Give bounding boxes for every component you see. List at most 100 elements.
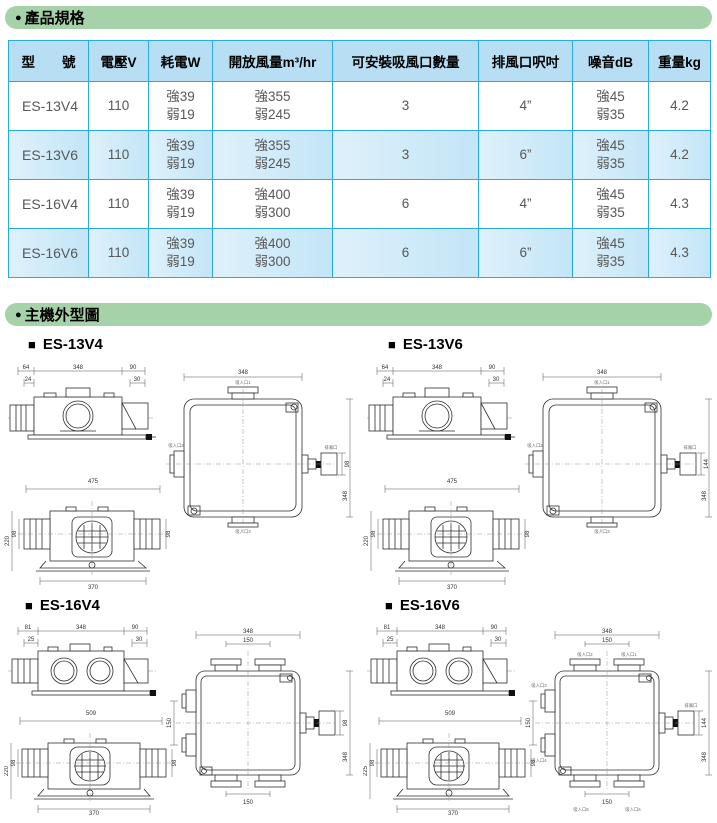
svg-text:348: 348: [73, 365, 84, 371]
technical-drawing-es16v6: 81 348 90 25 30 509: [363, 625, 712, 817]
cell-outlet: 6”: [478, 130, 573, 180]
airflow-hi: 強400: [254, 187, 291, 203]
side-view: 81 348 90 25 30: [8, 625, 156, 696]
noise-lo: 弱35: [596, 107, 625, 122]
cell-voltage: 110: [88, 81, 149, 131]
square-marker-icon: ■: [385, 598, 393, 613]
svg-text:98: 98: [345, 460, 351, 467]
noise-lo: 弱35: [596, 205, 625, 220]
technical-drawing-es13v4: 64 348 90 24 30 475: [5, 365, 353, 591]
svg-text:370: 370: [447, 585, 458, 591]
drawing-es13v6: 64 348 90 24 30 475: [363, 360, 713, 592]
cell-power: 強39 弱19: [148, 179, 213, 229]
power-hi: 強39: [166, 89, 195, 105]
svg-text:30: 30: [495, 637, 502, 643]
svg-text:150: 150: [602, 638, 613, 644]
svg-text:吸入口2: 吸入口2: [577, 652, 593, 658]
noise-lo: 弱35: [596, 254, 625, 269]
svg-text:30: 30: [136, 637, 143, 643]
airflow-hi: 強355: [254, 138, 291, 154]
col-header-inlets: 可安裝吸風口數量: [332, 40, 479, 82]
svg-text:24: 24: [384, 377, 391, 383]
svg-text:吸入口5: 吸入口5: [573, 807, 589, 813]
svg-text:98: 98: [525, 530, 531, 537]
col-header-outlet: 排風口呎吋: [478, 40, 573, 82]
svg-text:81: 81: [25, 625, 32, 631]
svg-text:144: 144: [702, 717, 708, 728]
cell-weight: 4.3: [648, 179, 711, 229]
svg-text:90: 90: [132, 625, 139, 631]
front-view: 509 370 225 98 98: [363, 711, 537, 817]
svg-text:225: 225: [363, 765, 369, 776]
svg-text:150: 150: [243, 800, 254, 806]
svg-text:348: 348: [243, 629, 254, 635]
svg-text:150: 150: [167, 717, 173, 728]
cell-outlet: 4”: [478, 81, 573, 131]
svg-text:98: 98: [172, 759, 178, 766]
svg-text:348: 348: [597, 370, 608, 376]
model-label: ES-16V6: [399, 597, 460, 614]
power-hi: 強39: [166, 187, 195, 203]
svg-text:220: 220: [364, 535, 370, 546]
svg-text:220: 220: [4, 765, 10, 776]
side-view: 64 348 90 24 30: [367, 365, 515, 440]
cell-weight: 4.3: [648, 228, 711, 278]
plan-view: 348 150 吸入口2 吸入口1 吸入口3 吸入口4 150 150 吸入口5…: [526, 629, 712, 813]
svg-text:吸入口3: 吸入口3: [235, 529, 251, 535]
cell-noise: 強45 弱35: [572, 228, 649, 278]
front-view: 475 370 220 98 98: [5, 479, 172, 591]
power-hi: 強39: [166, 138, 195, 154]
power-lo: 弱19: [166, 254, 195, 269]
side-view: 64 348 90 24 30: [8, 365, 156, 440]
svg-text:220: 220: [5, 535, 11, 546]
col-header-noise: 噪音dB: [572, 40, 649, 82]
cell-weight: 4.2: [648, 81, 711, 131]
col-header-voltage: 電壓V: [88, 40, 149, 82]
svg-text:98: 98: [371, 530, 377, 537]
airflow-lo: 弱245: [254, 156, 291, 171]
svg-text:吸入口1: 吸入口1: [235, 380, 251, 386]
square-marker-icon: ■: [25, 598, 33, 613]
model-heading-es16v4: ■ ES-16V4: [25, 597, 100, 614]
front-view: 509 370 220 98 98: [4, 711, 178, 817]
cell-model: ES-13V4: [8, 81, 89, 131]
svg-text:吸入口3: 吸入口3: [594, 529, 610, 535]
cell-voltage: 110: [88, 228, 149, 278]
cell-power: 強39 弱19: [148, 228, 213, 278]
model-heading-es13v6: ■ ES-13V6: [388, 336, 463, 353]
cell-voltage: 110: [88, 130, 149, 180]
cell-noise: 強45 弱35: [572, 81, 649, 131]
svg-text:90: 90: [489, 365, 496, 371]
svg-text:98: 98: [12, 530, 18, 537]
svg-text:排風口: 排風口: [325, 444, 338, 451]
svg-text:348: 348: [602, 629, 613, 635]
technical-drawing-es13v6: 64 348 90 24 30 475: [364, 365, 712, 591]
cell-inlets: 3: [332, 81, 479, 131]
svg-text:509: 509: [445, 711, 456, 717]
model-label: ES-13V4: [42, 336, 103, 353]
airflow-hi: 強400: [254, 236, 291, 252]
svg-text:475: 475: [447, 479, 458, 485]
svg-text:348: 348: [76, 625, 87, 631]
section-bar-drawings: ● 主機外型圖: [5, 303, 712, 326]
airflow-lo: 弱300: [254, 254, 291, 269]
cell-weight: 4.2: [648, 130, 711, 180]
svg-text:98: 98: [343, 719, 349, 726]
svg-text:25: 25: [28, 637, 35, 643]
svg-text:475: 475: [88, 479, 99, 485]
cell-airflow: 強355 弱245: [212, 130, 333, 180]
svg-text:150: 150: [526, 717, 532, 728]
svg-text:348: 348: [435, 625, 446, 631]
model-heading-es13v4: ■ ES-13V4: [28, 336, 103, 353]
svg-text:348: 348: [702, 490, 708, 501]
svg-text:98: 98: [11, 759, 17, 766]
cell-model: ES-16V4: [8, 179, 89, 229]
svg-text:30: 30: [134, 377, 141, 383]
cell-noise: 強45 弱35: [572, 179, 649, 229]
model-heading-es16v6: ■ ES-16V6: [385, 597, 460, 614]
bullet-icon: ●: [15, 308, 22, 321]
square-marker-icon: ■: [28, 337, 36, 352]
svg-text:64: 64: [23, 365, 30, 371]
svg-text:150: 150: [602, 800, 613, 806]
svg-text:348: 348: [432, 365, 443, 371]
